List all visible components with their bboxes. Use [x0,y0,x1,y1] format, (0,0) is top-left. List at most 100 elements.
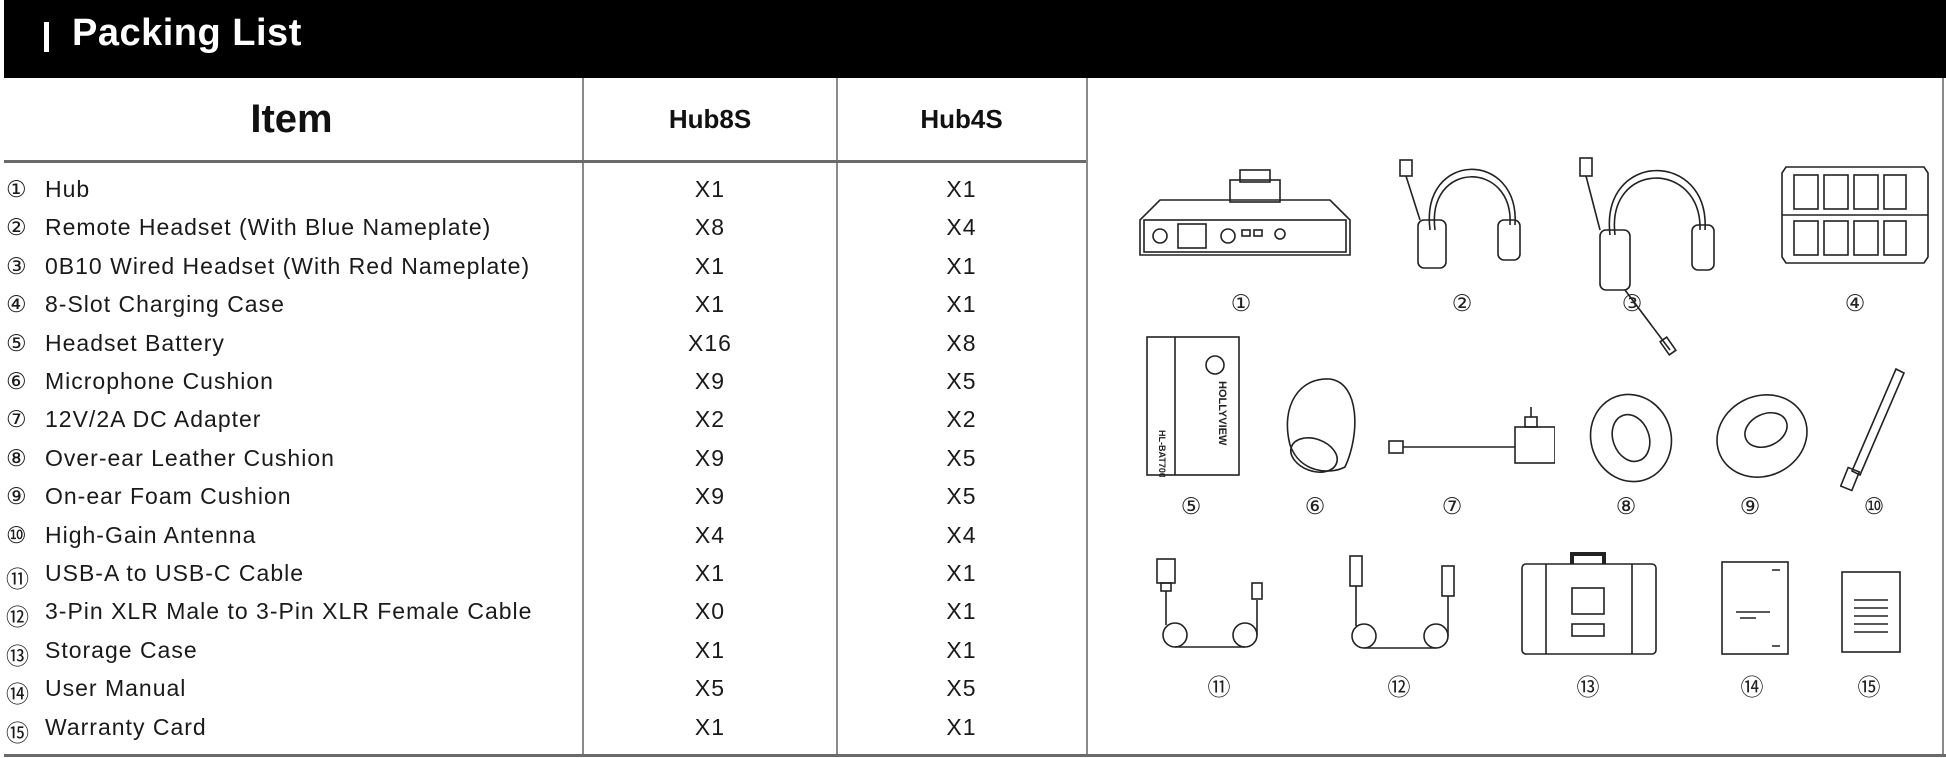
figure-label: ⑭ [1740,674,1764,700]
table-row: ⑧ Over-ear Leather Cushion X9 X5 [0,440,1086,478]
item-name: 3-Pin XLR Male to 3-Pin XLR Female Cable [45,598,533,625]
item-number: ① [6,176,28,202]
hub4s-quantity: X5 [946,675,977,702]
item-number: ② [6,214,28,241]
item-name: High-Gain Antenna [45,521,257,548]
hub4s-quantity: X1 [946,291,977,318]
hub8s-quantity: X1 [694,636,726,663]
item-name: Over-ear Leather Cushion [45,444,335,471]
headset-battery-illustration: HOLLYVIEW HL-BAT700 [1146,336,1240,477]
figure-label: ③ [1621,290,1643,316]
hub8s-quantity: X4 [694,521,726,548]
item-number: ⑭ [6,681,30,708]
remote-headset-illustration [1399,159,1521,269]
hub4s-quantity: X4 [946,214,977,241]
item-name: 8-Slot Charging Case [45,291,285,318]
hub8s-quantity: X9 [694,483,726,510]
figure-label: ⑬ [1576,674,1600,700]
wired-headset-illustration [1579,157,1715,356]
figure-label: ⑦ [1441,493,1463,519]
dc-adapter-illustration [1388,407,1555,464]
hub4s-quantity: X1 [946,176,977,202]
section-header: Packing List [4,0,1946,78]
hub8s-quantity: X1 [694,560,726,586]
item-number: ⑥ [6,368,28,394]
hub8s-quantity: X1 [694,252,726,279]
figure-label: ⑧ [1615,493,1637,519]
item-name: Hub [45,176,91,202]
bottom-rule [4,754,1946,757]
item-number: ⑬ [6,642,30,669]
item-name: Headset Battery [45,329,225,356]
section-title: Packing List [72,12,302,54]
hub8s-quantity: X8 [694,214,726,241]
item-number: ③ [6,252,28,279]
item-name: User Manual [45,675,187,702]
hub4s-quantity: X1 [946,598,977,625]
hub4s-quantity: X1 [946,713,977,740]
hub4s-quantity: X5 [946,444,977,471]
hub8s-quantity: X1 [694,713,726,740]
hub4s-quantity: X8 [946,329,977,356]
xlr-cable-illustration [1349,555,1455,649]
item-name: Microphone Cushion [45,368,274,394]
item-number: ⑦ [6,406,28,433]
figure-label: ② [1451,290,1473,316]
figure-label: ⑥ [1304,493,1326,519]
hub8s-quantity: X16 [688,329,732,356]
figure-label: ⑪ [1207,674,1231,700]
on-ear-cushion-illustration [1716,394,1808,478]
item-number: ⑪ [6,566,30,592]
column-header-hub8s: Hub8S [668,104,752,134]
usb-cable-illustration [1156,558,1263,648]
figure-label: ⑤ [1180,493,1202,519]
hub-illustration [1139,169,1351,256]
table-row: ② Remote Headset (With Blue Nameplate) X8 X… [0,209,1086,247]
column-header-item: Item [250,97,333,141]
item-number: ⑤ [6,329,28,356]
hub8s-quantity: X1 [694,176,726,202]
warranty-card-illustration [1841,571,1901,653]
over-ear-cushion-illustration [1589,393,1673,483]
battery-brand-text: HOLLYVIEW [1216,381,1228,446]
charging-case-illustration [1781,166,1929,264]
divider [582,161,584,755]
hub8s-quantity: X2 [694,406,726,433]
header-rule [4,160,1086,163]
figure-label: ⑩ [1863,493,1885,519]
item-name: Remote Headset (With Blue Nameplate) [45,214,492,241]
item-name: Warranty Card [45,713,207,740]
hub8s-quantity: X9 [694,444,726,471]
hub4s-quantity: X4 [946,521,977,548]
table-row: ① Hub X1 X1 [0,171,1086,209]
hub4s-quantity: X1 [946,560,977,586]
figure-label: ① [1230,290,1252,316]
item-number: ⑫ [6,604,30,631]
item-name: 0B10 Wired Headset (With Red Nameplate) [45,252,531,279]
header-accent-bar [44,22,49,52]
table-row: ⑫ 3-Pin XLR Male to 3-Pin XLR Female Cabl… [0,593,1086,631]
item-name: USB-A to USB-C Cable [45,560,305,586]
battery-model-text: HL-BAT700 [1157,430,1167,477]
item-name: On-ear Foam Cushion [45,483,292,510]
figure-label: ④ [1844,290,1866,316]
item-number: ⑧ [6,444,28,471]
microphone-cushion-illustration [1286,378,1356,473]
figure-label: ⑨ [1739,493,1761,519]
item-name: Storage Case [45,636,198,663]
hub8s-quantity: X9 [694,368,726,394]
table-row: ⑤ Headset Battery X16 X8 [0,325,1086,363]
divider [1942,78,1944,755]
hub8s-quantity: X0 [694,598,726,625]
table-row: ③ 0B10 Wired Headset (With Red Nameplate)… [0,248,1086,286]
hub4s-quantity: X2 [946,406,977,433]
hub8s-quantity: X1 [694,291,726,318]
divider [582,78,584,161]
